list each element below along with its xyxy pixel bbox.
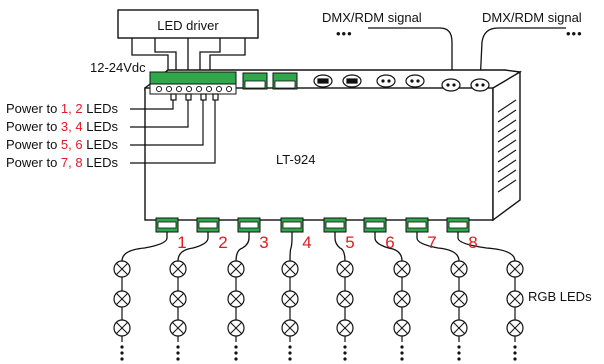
channel-7: 7 [405,217,468,361]
continuation-dot [400,351,404,355]
channel-number-3: 3 [259,233,268,252]
channel-cable [177,232,209,262]
device-body: LT-924 [144,69,522,222]
channel-number-1: 1 [177,233,186,252]
power-label-4: Power to 7, 8 LEDs [6,155,119,170]
channel-number-5: 5 [345,233,354,252]
aux-terminal-2 [272,72,298,90]
power-labels: Power to 1, 2 LEDs Power to 3, 4 LEDs Po… [6,101,119,170]
aux-terminal-1 [242,72,268,90]
continuation-dot [457,357,461,361]
continuation-dot [400,345,404,349]
channel-connector-pins [282,221,302,229]
continuation-dot [343,345,347,349]
channel-connector-pins [239,221,259,229]
continuation-dot [457,345,461,349]
voltage-label: 12-24Vdc [90,60,146,75]
led-driver: LED driver [117,9,259,39]
channel-connector-pins [407,221,427,229]
led-driver-label: LED driver [157,18,219,33]
power-label-3: Power to 5, 6 LEDs [6,137,119,152]
dmx-left-cable [368,27,453,84]
channel-number-6: 6 [385,233,394,252]
dmx-right-cable [479,27,566,85]
continuation-dot [176,357,180,361]
continuation-dot [288,351,292,355]
continuation-dot [176,345,180,349]
device-model: LT-924 [276,152,316,167]
channel-connector-pins [325,221,345,229]
output-channels: 1 2 3 4 5 6 7 8 [113,217,524,361]
rgb-leds-label: RGB LEDs [528,289,592,304]
channel-4: 4 [280,217,312,361]
channel-connector-pins [198,221,218,229]
vent-grille [497,99,517,193]
continuation-dot [513,345,517,349]
channel-cable [121,232,168,262]
continuation-dot [120,351,124,355]
channel-1: 1 [113,217,187,361]
dmx-left-ellipsis: ••• [336,26,353,41]
continuation-dot [120,345,124,349]
driver-wires [131,38,246,72]
channel-6: 6 [363,217,411,361]
continuation-dot [234,357,238,361]
continuation-dot [513,357,517,361]
continuation-dot [457,351,461,355]
channel-connector-pins [365,221,385,229]
channel-number-4: 4 [302,233,311,252]
channel-cable [416,232,460,262]
continuation-dot [343,351,347,355]
power-leaders [130,93,219,164]
dmx-signals: DMX/RDM signal ••• DMX/RDM signal ••• [322,10,583,85]
dmx-left-label: DMX/RDM signal [322,10,422,25]
continuation-dot [343,357,347,361]
channel-connector-pins [157,221,177,229]
channel-8: 8 [446,217,524,361]
channel-number-8: 8 [468,233,477,252]
channel-2: 2 [169,217,228,361]
channel-number-2: 2 [218,233,227,252]
dmx-right-label: DMX/RDM signal [482,10,582,25]
power-label-2: Power to 3, 4 LEDs [6,119,119,134]
channel-number-7: 7 [427,233,436,252]
channel-cable [457,232,516,262]
rj45-ports [313,74,362,88]
channel-cable [334,232,346,262]
continuation-dot [513,351,517,355]
xlr-ports [376,74,490,92]
channel-5: 5 [323,217,355,361]
power-label-1: Power to 1, 2 LEDs [6,101,119,116]
continuation-dot [234,351,238,355]
power-terminal [149,71,237,95]
continuation-dot [400,357,404,361]
dmx-right-ellipsis: ••• [566,26,583,41]
continuation-dot [176,351,180,355]
continuation-dot [234,345,238,349]
channel-cable [235,232,250,262]
continuation-dot [288,357,292,361]
channel-3: 3 [227,217,269,361]
channel-cable [289,232,293,262]
channel-cable [374,232,403,262]
channel-connector-pins [448,221,468,229]
continuation-dot [120,357,124,361]
continuation-dot [288,345,292,349]
